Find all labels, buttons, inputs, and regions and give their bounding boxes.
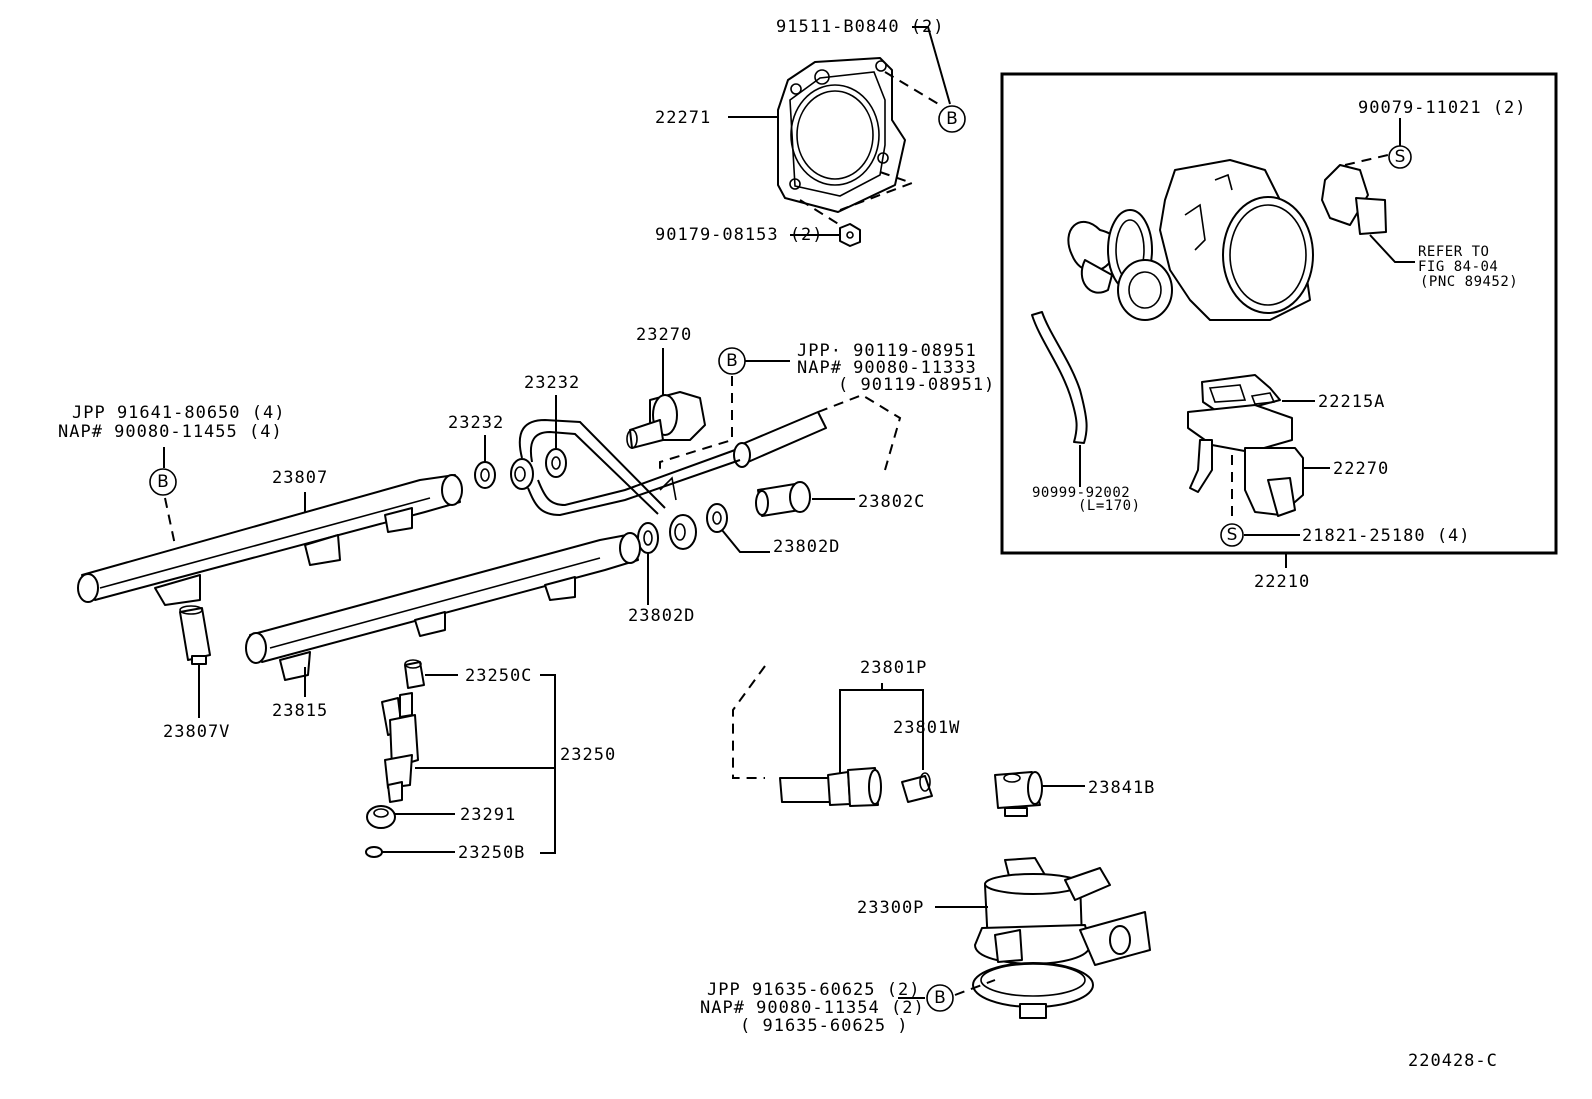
label-refer-to: REFER TO [1418, 244, 1489, 260]
clip-23841b[interactable] [994, 771, 1043, 817]
union-bolt-23802c[interactable] [755, 481, 811, 517]
fuel-pipe[interactable] [510, 418, 741, 550]
pulsation-damper-23270[interactable] [626, 391, 706, 449]
label-22271: 22271 [655, 108, 711, 128]
label-jpp-91635-60625: JPP 91635-60625 (2) [707, 980, 920, 1000]
gasket-22271[interactable] [777, 57, 906, 213]
assembly-box-22210 [1000, 72, 1558, 555]
svg-text:S: S [1395, 147, 1406, 167]
cushion-23250c[interactable] [404, 659, 425, 689]
label-23250b: 23250B [458, 843, 525, 863]
label-alt-91635-60625: ( 91635-60625 ) [740, 1016, 909, 1036]
label-nap-90080-11333: NAP# 90080-11333 [797, 358, 977, 378]
label-90999-92002: 90999-92002 [1032, 485, 1130, 501]
fuel-rail-23807[interactable] [77, 474, 463, 606]
pressure-regulator-23300p[interactable] [972, 857, 1151, 1019]
label-23801p: 23801P [860, 658, 927, 678]
insulator-23807v[interactable] [179, 605, 211, 665]
svg-text:S: S [1227, 525, 1238, 545]
label-23802d-left: 23802D [628, 606, 695, 626]
ref-marker-s-tps: S [1388, 145, 1412, 169]
gasket-23802d-right[interactable] [706, 503, 728, 533]
gasket-23232-lower[interactable] [474, 461, 496, 489]
label-nap-90080-11455: NAP# 90080-11455 (4) [58, 422, 283, 442]
label-23807v: 23807V [163, 722, 230, 742]
fuel-injector-23250[interactable] [381, 692, 419, 803]
fuel-tube-23801p[interactable] [779, 767, 882, 807]
fuel-hose[interactable] [733, 411, 827, 468]
insulator-23291[interactable] [366, 805, 396, 829]
label-23250c: 23250C [465, 666, 532, 686]
label-21821-25180: 21821-25180 (4) [1302, 526, 1471, 546]
label-23815: 23815 [272, 701, 328, 721]
ref-marker-b-rail: B [149, 468, 177, 496]
nut-90179[interactable] [839, 223, 861, 247]
label-91511-b0840: 91511-B0840 (2) [776, 17, 945, 37]
label-refer-fig: FIG 84-04 [1418, 259, 1498, 275]
throttle-position-sensor[interactable] [1321, 164, 1387, 235]
label-22210: 22210 [1254, 572, 1310, 592]
label-90179-08153: 90179-08153 (2) [655, 225, 824, 245]
svg-text:B: B [934, 988, 946, 1008]
gasket-23802d-left[interactable] [637, 522, 659, 554]
label-23802d-right: 23802D [773, 537, 840, 557]
label-23802c: 23802C [858, 492, 925, 512]
svg-text:B: B [157, 472, 169, 492]
label-23270: 23270 [636, 325, 692, 345]
oring-23250b[interactable] [365, 846, 383, 858]
figure-code: 220428-C [1408, 1051, 1498, 1071]
label-22270: 22270 [1333, 459, 1389, 479]
label-22215a: 22215A [1318, 392, 1385, 412]
label-23291: 23291 [460, 805, 516, 825]
hose-90999-92002[interactable] [1031, 311, 1088, 444]
label-23841b: 23841B [1088, 778, 1155, 798]
fuel-rail-23815[interactable] [245, 532, 641, 681]
label-90079-11021: 90079-11021 (2) [1358, 98, 1527, 118]
clip-23801w[interactable] [901, 772, 933, 803]
label-jpp-90119-08951: JPP· 90119-08951 [797, 341, 977, 361]
label-refer-pnc: (PNC 89452) [1420, 274, 1518, 290]
label-jpp-91641-80650: JPP 91641-80650 (4) [72, 403, 285, 423]
svg-text:B: B [726, 351, 738, 371]
label-alt-90119-08951: ( 90119-08951) [838, 375, 995, 395]
gasket-22215a[interactable] [1201, 374, 1281, 411]
label-nap-90080-11354: NAP# 90080-11354 (2) [700, 998, 925, 1018]
label-23250: 23250 [560, 745, 616, 765]
svg-text:B: B [946, 109, 958, 129]
ref-marker-b-damper: B [718, 347, 746, 375]
label-23300p: 23300P [857, 898, 924, 918]
ref-marker-b-regulator: B [926, 984, 954, 1012]
ref-marker-b-gasket: B [938, 105, 966, 133]
ref-marker-s-iac: S [1220, 523, 1244, 547]
label-23801w: 23801W [893, 718, 960, 738]
label-23232-upper: 23232 [524, 373, 580, 393]
label-23807: 23807 [272, 468, 328, 488]
gasket-23232-upper[interactable] [545, 448, 567, 478]
throttle-body[interactable] [1067, 159, 1314, 321]
label-23232-lower: 23232 [448, 413, 504, 433]
iac-valve-22270[interactable] [1187, 404, 1304, 517]
label-hose-length: (L=170) [1078, 498, 1141, 514]
